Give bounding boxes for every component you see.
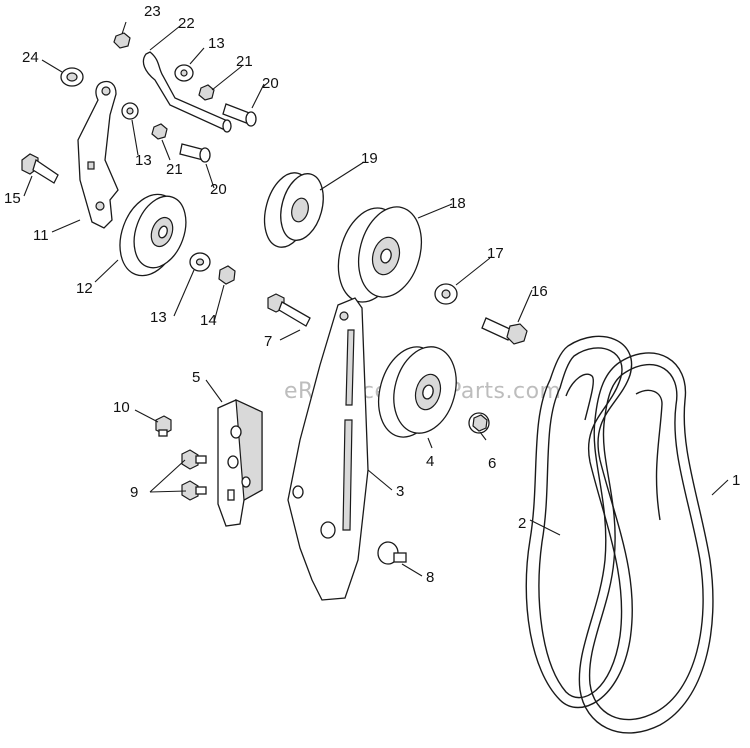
part-3-idler-arm: [287, 297, 369, 601]
part-20-pin-top: [222, 103, 257, 127]
callout-6: 6: [488, 455, 496, 472]
callout-24: 24: [22, 49, 39, 66]
callout-21-top: 21: [236, 53, 253, 70]
part-13-washer-top: [174, 64, 194, 82]
part-21-nut-top: [198, 84, 215, 101]
callout-17: 17: [487, 245, 504, 262]
callout-7: 7: [264, 333, 272, 350]
part-22-rod: [142, 51, 232, 133]
part-20-pin-bottom: [179, 143, 211, 163]
callout-20-top: 20: [262, 75, 279, 92]
part-15-bolt: [21, 153, 59, 184]
part-19-pulley: [263, 172, 324, 248]
part-5-plate: [217, 399, 263, 527]
part-12-pulley: [119, 193, 187, 277]
callout-15: 15: [4, 190, 21, 207]
part-17-washer: [434, 283, 458, 305]
callout-13-left: 13: [135, 152, 152, 169]
part-11-bracket: [77, 80, 119, 229]
callout-9: 9: [130, 484, 138, 501]
part-24-nut: [60, 67, 84, 87]
part-13-washer-left: [121, 102, 139, 120]
part-4-pulley: [378, 346, 457, 438]
callout-23: 23: [144, 3, 161, 20]
part-18-pulley: [337, 206, 422, 303]
part-8-bolt: [377, 541, 407, 565]
callout-10: 10: [113, 399, 130, 416]
callout-21-left: 21: [166, 161, 183, 178]
callout-22: 22: [178, 15, 195, 32]
part-9-bolt-lower: [181, 480, 207, 501]
part-2-belt: [525, 335, 633, 709]
callout-2: 2: [518, 515, 526, 532]
callout-16: 16: [531, 283, 548, 300]
callout-1: 1: [732, 472, 740, 489]
leader-lines: [23, 21, 729, 577]
callout-8: 8: [426, 569, 434, 586]
callout-13-bottom: 13: [150, 309, 167, 326]
part-7-bolt: [267, 293, 311, 327]
part-16-bolt: [481, 317, 528, 345]
callout-11: 11: [33, 227, 49, 244]
part-21-nut-left: [151, 123, 168, 140]
part-10-bolt: [155, 415, 172, 437]
part-13-washer-bottom: [189, 252, 211, 272]
callout-5: 5: [192, 369, 200, 386]
callout-12: 12: [76, 280, 93, 297]
part-9-bolt-upper: [181, 449, 207, 470]
callout-3: 3: [396, 483, 404, 500]
callout-13-top: 13: [208, 35, 225, 52]
callout-20-bottom: 20: [210, 181, 227, 198]
part-14-nut: [218, 265, 236, 285]
part-1-belt: [578, 352, 714, 734]
callout-labels: 1 2 3 4 5 6 7 8 9 10 11 12 13 13 13 14 1…: [4, 3, 740, 586]
part-23-nut: [113, 32, 131, 49]
callout-14: 14: [200, 312, 217, 329]
callout-19: 19: [361, 150, 378, 167]
part-6-nut: [468, 412, 490, 434]
callout-18: 18: [449, 195, 466, 212]
callout-4: 4: [426, 453, 434, 470]
